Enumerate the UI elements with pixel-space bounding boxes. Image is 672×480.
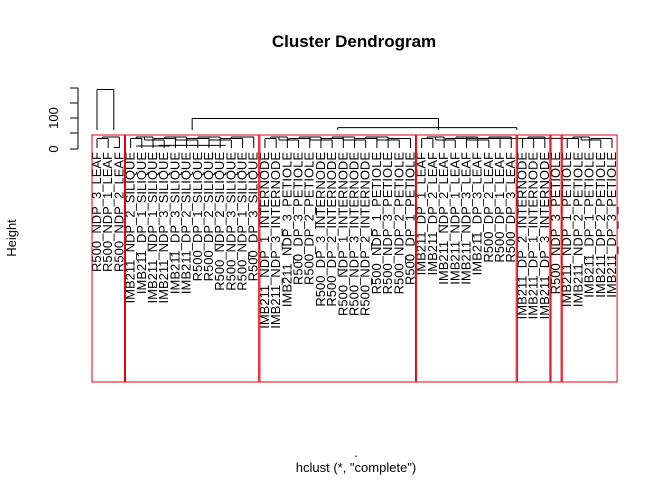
cluster-boxes bbox=[91, 134, 618, 383]
cluster-rectangle bbox=[259, 134, 416, 383]
leaf-label: R500_NDP_3_PETIOLE bbox=[548, 152, 563, 295]
leaf-label: IMB211_DP_2_INTERNODE bbox=[514, 152, 529, 320]
leaf-label: R500_NDP_3_INTERNODE bbox=[347, 152, 362, 316]
leaf-labels: R500_NDP_3_LEAFR500_NDP_1_LEAFR500_NDP_2… bbox=[89, 152, 619, 329]
chart-title: Cluster Dendrogram bbox=[272, 32, 436, 51]
y-axis: 0 100 Height bbox=[4, 87, 79, 257]
x-axis-label: . bbox=[354, 445, 358, 460]
leaf-label: R500_NDP_2_SILIQUE bbox=[212, 152, 227, 291]
leaf-label: IMB211_NDP_1_PETIOLE bbox=[559, 152, 574, 307]
y-tick-100: 100 bbox=[46, 107, 61, 129]
leaf-label: IMB211_NDP_3_LEAF bbox=[459, 152, 474, 285]
leaf-label: R500_DP_2_PETIOLE bbox=[302, 152, 317, 285]
leaf-label: IMB211_DP_1_SILIQUE bbox=[134, 152, 149, 294]
y-tick-0: 0 bbox=[46, 145, 61, 152]
leaf-label: R500_NDP_2_LEAF bbox=[111, 152, 126, 272]
leaf-label: R500_DP_2_INTERNODE bbox=[324, 152, 339, 307]
leaf-label: IMB211_NDP_2_SILIQUE bbox=[123, 152, 138, 304]
leaf-label: IMB211_DP_3_INTERNODE bbox=[537, 152, 552, 320]
cluster-rectangle bbox=[91, 134, 125, 383]
leaf-label: R500_DP_1_SILIQUE bbox=[190, 152, 205, 282]
leaf-label: R500_DP_2_SILIQUE bbox=[201, 152, 216, 282]
leaf-label: R500_NDP_1_INTERNODE bbox=[335, 152, 350, 316]
leaf-label: IMB211_DP_1_LEAF bbox=[414, 152, 429, 275]
leaf-label: R500_DP_3_SILIQUE bbox=[246, 152, 261, 282]
leaf-label: R500_DP_1_PETIOLE bbox=[403, 152, 418, 285]
leaf-label: R500_NDP_2_INTERNODE bbox=[358, 152, 373, 316]
leaf-label: IMB211_NDP_2_LEAF bbox=[436, 152, 451, 285]
leaf-label: IMB211_NDP_3_INTERNODE bbox=[268, 152, 283, 329]
leaf-label: IMB211_DP_3_SILIQUE bbox=[167, 152, 182, 294]
leaf-label: R500_NDP_3_PETIOLE bbox=[380, 152, 395, 295]
leaf-label: IMB211_NDP_1_LEAF bbox=[447, 152, 462, 285]
leaf-label: IMB211_DP_3_LEAF bbox=[470, 152, 485, 275]
cluster-rectangle bbox=[416, 134, 517, 383]
leaf-label: R500_DP_1_LEAF bbox=[492, 152, 507, 263]
cluster-rectangle bbox=[516, 134, 551, 383]
leaf-label: R500_NDP_2_PETIOLE bbox=[391, 152, 406, 295]
leaf-label: IMB211_DP_3_PETIOLE bbox=[604, 152, 619, 298]
leaf-label: R500_DP_2_LEAF bbox=[481, 152, 496, 263]
leaf-label: R500_NDP_1_LEAF bbox=[100, 152, 115, 272]
leaf-label: R500_NDP_1_SILIQUE bbox=[235, 152, 250, 291]
dendrogram-tree bbox=[96, 89, 613, 148]
cluster-rectangle bbox=[125, 134, 260, 383]
leaf-label: IMB211_NDP_1_INTERNODE bbox=[257, 152, 272, 329]
leaf-label: IMB211_DP_2_LEAF bbox=[425, 152, 440, 275]
leaf-label: IMB211_NDP_1_SILIQUE bbox=[145, 152, 160, 304]
leaf-label: IMB211_DP_2_PETIOLE bbox=[593, 152, 608, 298]
leaf-label: IMB211_NDP_3_PETIOLE bbox=[279, 152, 294, 307]
leaf-label: R500_DP_3_INTERNODE bbox=[313, 152, 328, 307]
leaf-label: R500_NDP_3_SILIQUE bbox=[223, 152, 238, 291]
leaf-label: R500_NDP_3_LEAF bbox=[89, 152, 104, 272]
leaf-label: R500_NDP_1_PETIOLE bbox=[369, 152, 384, 295]
leaf-label: IMB211_DP_2_SILIQUE bbox=[179, 152, 194, 294]
subtitle: hclust (*, "complete") bbox=[296, 460, 417, 475]
leaf-label: IMB211_NDP_2_PETIOLE bbox=[570, 152, 585, 307]
leaf-label: IMB211_DP_1_INTERNODE bbox=[526, 152, 541, 320]
leaf-label: R500_DP_3_LEAF bbox=[503, 152, 518, 263]
cluster-rectangle bbox=[561, 134, 618, 383]
y-axis-label: Height bbox=[4, 219, 19, 257]
leaf-label: R500_DP_3_PETIOLE bbox=[291, 152, 306, 285]
cluster-rectangle bbox=[550, 134, 562, 383]
leaf-label: IMB211_DP_1_PETIOLE bbox=[582, 152, 597, 298]
leaf-label: IMB211_NDP_3_SILIQUE bbox=[156, 152, 171, 304]
